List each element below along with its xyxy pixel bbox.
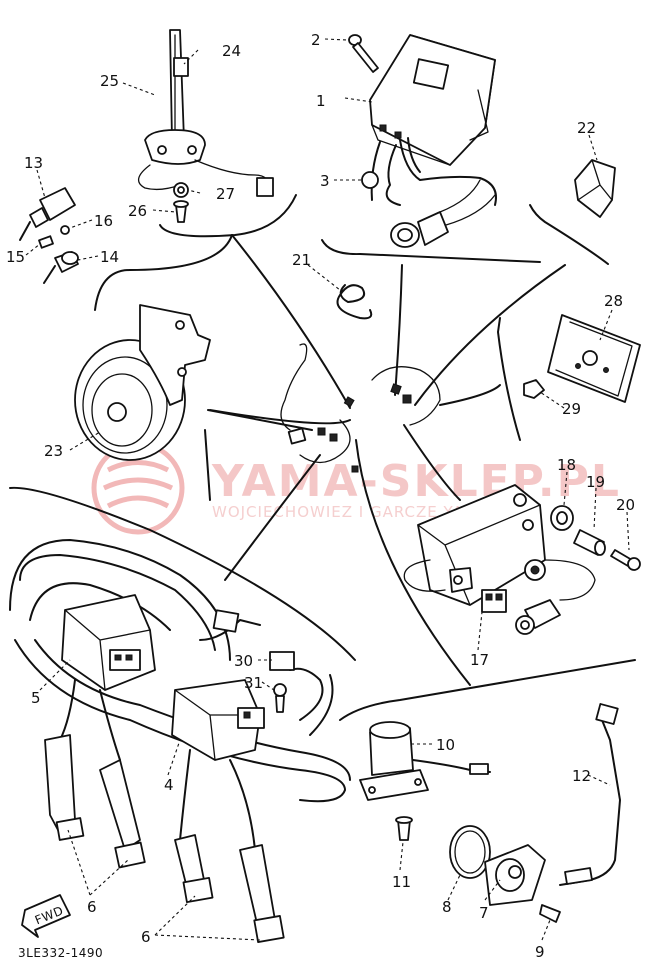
callout-29: 29 — [562, 400, 581, 418]
callout-10: 10 — [436, 736, 455, 754]
callout-17: 17 — [470, 651, 489, 669]
callout-21: 21 — [292, 251, 311, 269]
callout-27: 27 — [216, 185, 235, 203]
callout-19: 19 — [586, 473, 605, 491]
callout-24: 24 — [222, 42, 241, 60]
clamp-21 — [336, 284, 373, 320]
wire-harness-connectors — [280, 343, 441, 473]
callout-15: 15 — [6, 248, 25, 266]
collar-3 — [361, 171, 379, 189]
callout-4: 4 — [164, 776, 174, 794]
callout-3: 3 — [320, 172, 330, 190]
callout-9: 9 — [535, 943, 545, 961]
callout-1: 1 — [316, 92, 326, 110]
gear-sensor-7 — [449, 703, 621, 923]
callout-26: 26 — [128, 202, 147, 220]
bolt-20 — [610, 549, 641, 571]
callout-12: 12 — [572, 767, 591, 785]
switches-13-16 — [19, 187, 79, 284]
callout-28: 28 — [604, 292, 623, 310]
callout-25: 25 — [100, 72, 119, 90]
callout-7: 7 — [479, 904, 489, 922]
ignition-coils — [9, 539, 351, 943]
callout-leaders — [25, 38, 630, 941]
callout-6-lower: 6 — [141, 928, 151, 946]
callout-20: 20 — [616, 496, 635, 514]
callout-18: 18 — [557, 456, 576, 474]
sensor-10 — [359, 721, 491, 841]
callout-6-upper: 6 — [87, 898, 97, 916]
callout-23: 23 — [44, 442, 63, 460]
callout-16: 16 — [94, 212, 113, 230]
forward-arrow-icon: FWD — [21, 894, 71, 938]
section-boundaries — [9, 194, 636, 721]
callout-labels: 1 2 3 4 5 6 6 7 8 9 10 11 12 13 14 15 16… — [6, 31, 635, 961]
nut-29 — [523, 379, 545, 399]
callout-8: 8 — [442, 898, 452, 916]
callout-30: 30 — [234, 652, 253, 670]
collar-19 — [573, 529, 606, 556]
callout-11: 11 — [392, 873, 411, 891]
callout-13: 13 — [24, 154, 43, 172]
callout-14: 14 — [100, 248, 119, 266]
callout-31: 31 — [244, 674, 263, 692]
grommet-18 — [550, 505, 574, 531]
callout-2: 2 — [311, 31, 321, 49]
fuel-sender — [138, 29, 274, 223]
diagram-code: 3LE332-1490 — [18, 946, 103, 960]
horn-23 — [74, 304, 211, 461]
callout-5: 5 — [31, 689, 41, 707]
igniter-unit — [369, 34, 497, 248]
watermark-main-text: YAMA-SKLEP.PL — [211, 456, 621, 507]
cover-22 — [574, 159, 616, 218]
starter-relay-17 — [403, 484, 596, 635]
relay-28 — [547, 314, 641, 403]
bolt-2 — [348, 34, 379, 73]
callout-22: 22 — [577, 119, 596, 137]
